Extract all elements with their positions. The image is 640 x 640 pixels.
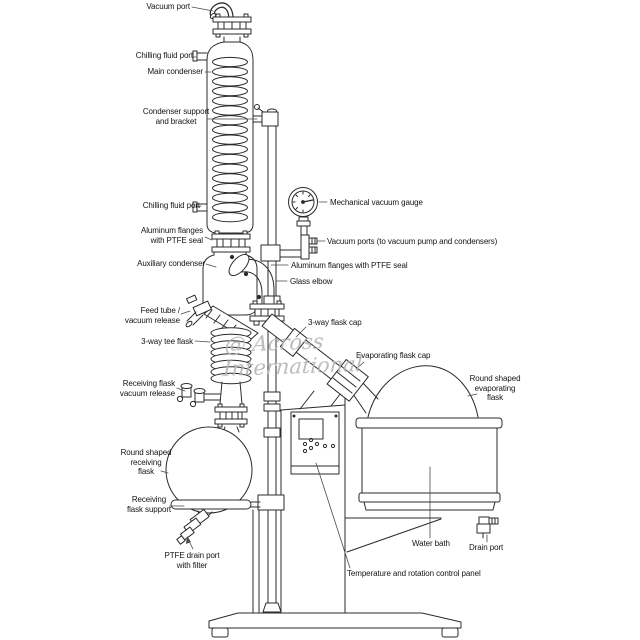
glass-elbow-drawing	[228, 253, 275, 304]
three-way-flask-cap-drawing	[279, 327, 308, 357]
label-round-receiving-flask: Round shaped receiving flask	[120, 448, 172, 477]
label-feed-tube: Feed tube / vacuum release	[124, 306, 180, 325]
condenser-coil	[212, 56, 248, 223]
label-three-way-flask-cap: 3-way flask cap	[308, 318, 362, 327]
vacuum-port-drawing	[209, 2, 234, 22]
vacuum-gauge-drawing	[260, 187, 318, 262]
condenser-bracket-drawing	[252, 104, 279, 127]
evaporating-flask-drawing	[367, 365, 479, 418]
label-receiving-flask-support: Receiving flask support	[126, 495, 172, 514]
receiving-flask-drawing	[165, 426, 253, 514]
label-vacuum-port: Vacuum port	[146, 2, 190, 11]
label-aluminum-flanges-right: Aluminum flanges with PTFE seal	[291, 261, 408, 270]
label-receiving-flask-vacuum-release: Receiving flask vacuum release	[119, 379, 175, 398]
panel-buttons	[302, 437, 336, 454]
label-chilling-fluid-port-bottom: Chilling fluid port	[142, 201, 200, 210]
panel-display	[298, 418, 324, 440]
bath-drain-fitting	[476, 516, 499, 539]
aluminum-flange-upper-drawing	[211, 230, 251, 253]
label-drain-port: Drain port	[469, 543, 504, 552]
label-three-way-tee-flask: 3-way tee flask	[141, 337, 193, 346]
label-temperature-control: Temperature and rotation control panel	[347, 569, 481, 578]
label-auxiliary-condenser: Auxiliary condenser	[137, 259, 205, 268]
label-vacuum-ports: Vacuum ports (to vacuum pump and condens…	[327, 237, 498, 246]
vacuum-ports-drawing	[308, 237, 318, 254]
flask-support-rod-drawing	[252, 494, 285, 614]
water-bath-drawing	[355, 417, 503, 539]
label-mechanical-vacuum-gauge: Mechanical vacuum gauge	[330, 198, 423, 207]
machine-body-drawing	[280, 388, 442, 614]
chilling-port-top-drawing	[192, 50, 208, 62]
leader-lines	[160, 6, 488, 569]
control-panel-drawing	[290, 411, 340, 475]
label-main-condenser: Main condenser	[147, 67, 203, 76]
watermark-text: @ Across International	[222, 329, 364, 381]
support-pole-drawing	[252, 104, 282, 613]
label-evaporating-flask-cap: Evaporating flask cap	[356, 351, 431, 360]
tee-flask-bellows-drawing	[210, 327, 252, 405]
label-ptfe-drain-port: PTFE drain port with filter	[164, 551, 220, 570]
condenser-cap-flange-drawing	[212, 13, 252, 43]
label-aluminum-flanges-left: Aluminum flanges with PTFE seal	[141, 226, 203, 245]
label-water-bath: Water bath	[412, 539, 450, 548]
receiving-release-valves-drawing	[176, 383, 221, 408]
aluminum-flange-receiving-drawing	[214, 403, 248, 433]
rotating-vapor-tube-drawing	[261, 313, 369, 402]
ptfe-drain-drawing	[176, 508, 213, 545]
flask-support-bar-drawing	[170, 499, 252, 510]
label-glass-elbow: Glass elbow	[290, 277, 333, 286]
label-round-evaporating-flask: Round shaped evaporating flask	[469, 374, 521, 403]
main-condenser-drawing	[192, 41, 254, 234]
label-chilling-fluid-port-top: Chilling fluid port	[135, 51, 193, 60]
base-drawing	[208, 612, 462, 638]
label-condenser-support: Condenser support and bracket	[142, 107, 210, 126]
